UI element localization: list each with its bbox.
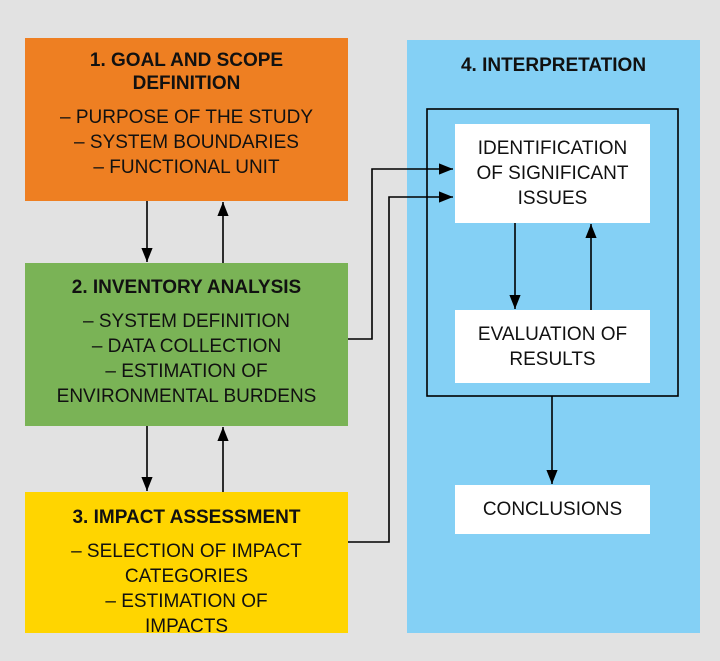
- inventory-analysis-items: – SYSTEM DEFINITION – DATA COLLECTION – …: [25, 309, 348, 409]
- inventory-item: – SYSTEM DEFINITION: [83, 311, 290, 332]
- goal-and-scope-title: 1. GOAL AND SCOPE DEFINITION: [89, 50, 284, 94]
- evaluation-label: EVALUATION OF RESULTS: [477, 323, 628, 370]
- inventory-analysis-box: 2. INVENTORY ANALYSIS – SYSTEM DEFINITIO…: [25, 263, 348, 426]
- inventory-analysis-title: 2. INVENTORY ANALYSIS: [71, 277, 302, 298]
- impact-assessment-items: – SELECTION OF IMPACT CATEGORIES – ESTIM…: [25, 539, 348, 639]
- conclusions-box: CONCLUSIONS: [455, 485, 650, 534]
- interpretation-title: 4. INTERPRETATION: [460, 55, 647, 76]
- impact-assessment-title: 3. IMPACT ASSESSMENT: [72, 507, 301, 528]
- identification-label: IDENTIFICATION OF SIGNIFICANT ISSUES: [476, 138, 629, 209]
- impact-item: – ESTIMATION OF IMPACTS: [105, 591, 268, 637]
- goal-and-scope-items: – PURPOSE OF THE STUDY – SYSTEM BOUNDARI…: [25, 105, 348, 180]
- identification-box: IDENTIFICATION OF SIGNIFICANT ISSUES: [455, 124, 650, 223]
- conclusions-label: CONCLUSIONS: [482, 499, 623, 520]
- impact-assessment-box: 3. IMPACT ASSESSMENT – SELECTION OF IMPA…: [25, 492, 348, 637]
- goal-item: – SYSTEM BOUNDARIES: [74, 132, 299, 153]
- goal-item: – PURPOSE OF THE STUDY: [59, 107, 314, 128]
- goal-and-scope-box: 1. GOAL AND SCOPE DEFINITION – PURPOSE O…: [25, 38, 348, 201]
- evaluation-box: EVALUATION OF RESULTS: [455, 310, 650, 383]
- inventory-item: – DATA COLLECTION: [91, 336, 282, 357]
- impact-item: – SELECTION OF IMPACT CATEGORIES: [71, 541, 302, 587]
- inventory-item: – ESTIMATION OF ENVIRONMENTAL BURDENS: [56, 361, 317, 407]
- goal-item: – FUNCTIONAL UNIT: [93, 157, 280, 178]
